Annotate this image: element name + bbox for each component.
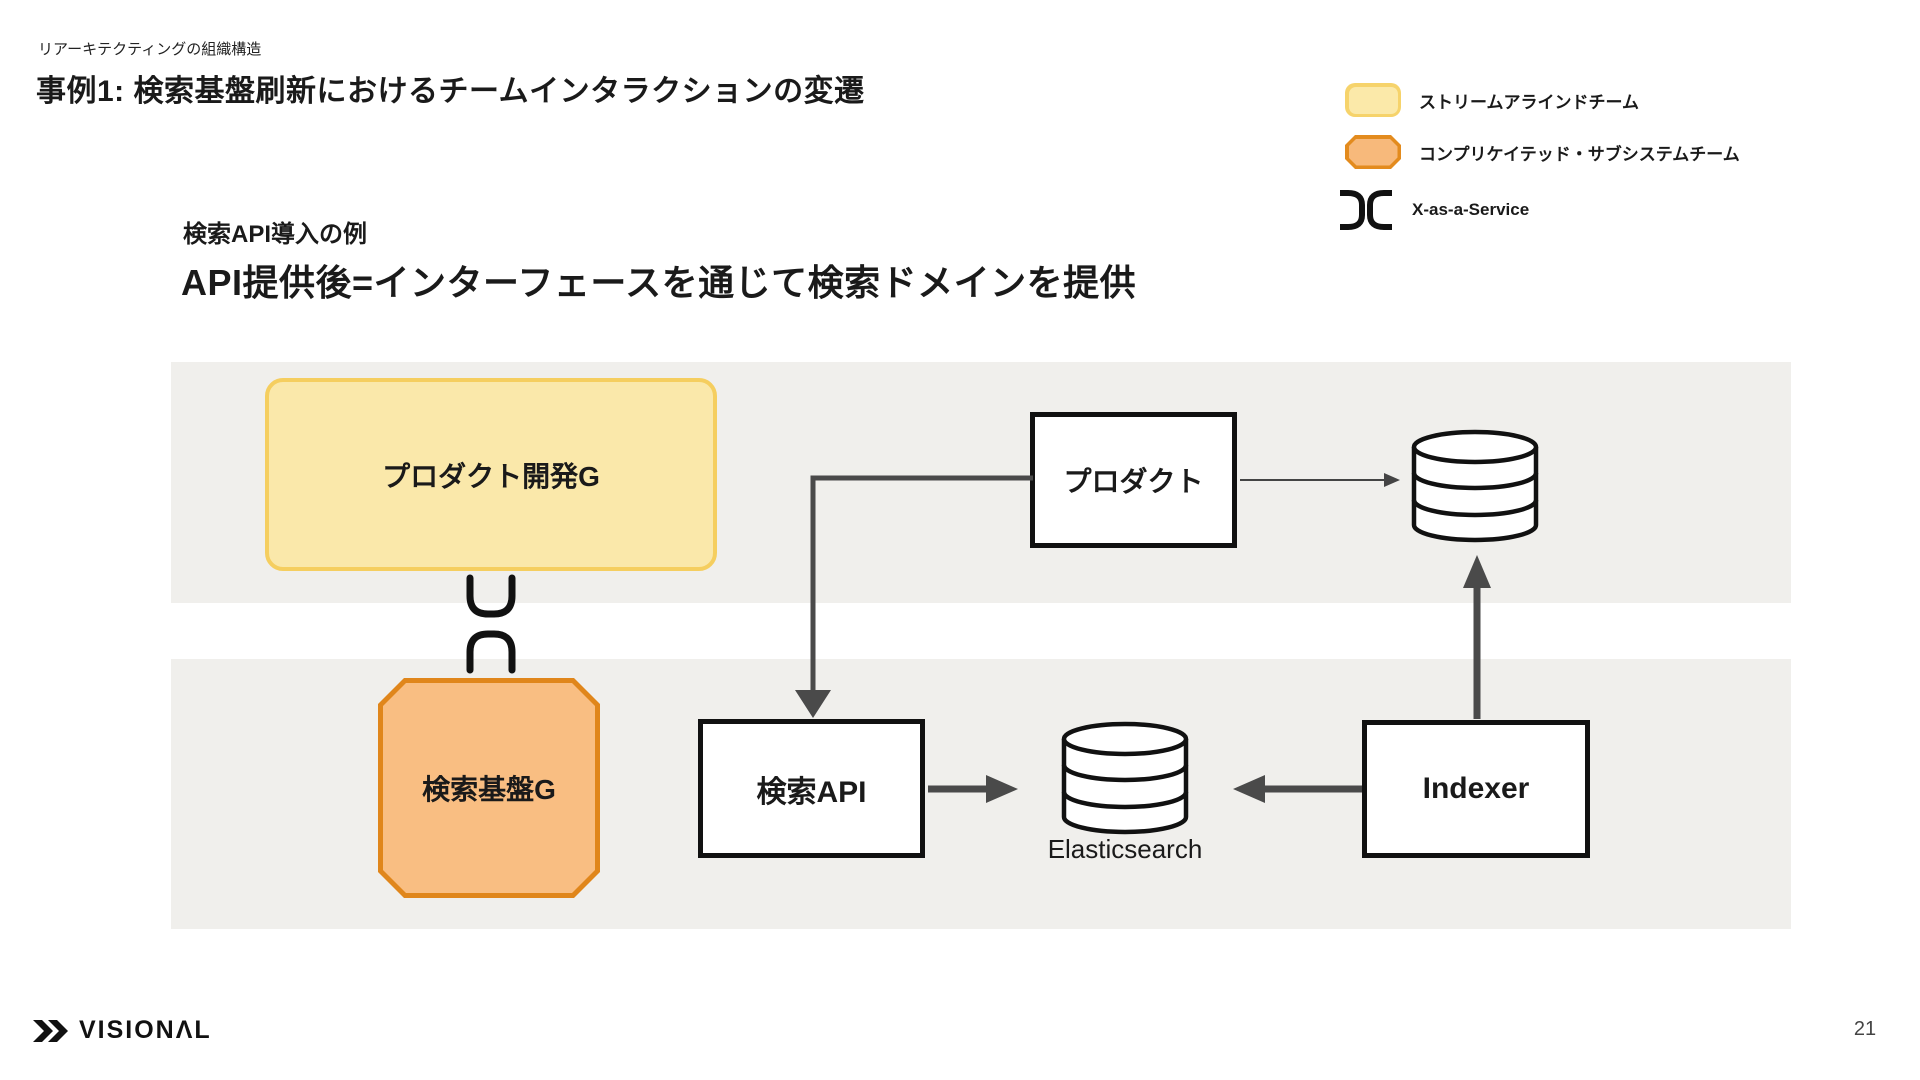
double-chevron-icon — [33, 1019, 68, 1042]
stream-aligned-swatch-icon — [1345, 83, 1401, 117]
team-box-search-platform-label: 検索基盤G — [383, 683, 595, 893]
team-box-search-platform: 検索基盤G — [378, 678, 600, 898]
page-number: 21 — [1853, 1018, 1877, 1040]
visional-logo: VISIONΛL — [33, 1016, 212, 1045]
team-box-product-dev: プロダクト開発G — [265, 378, 717, 571]
legend-label: X-as-a-Service — [1412, 200, 1530, 219]
example-subtitle: 検索API導入の例 — [183, 221, 368, 248]
legend-item-x-as-a-service: X-as-a-Service — [1338, 190, 1529, 230]
eyebrow-text: リアーキテクティングの組織構造 — [38, 41, 262, 58]
elasticsearch-label: Elasticsearch — [1047, 834, 1203, 864]
system-box-indexer: Indexer — [1362, 720, 1590, 858]
legend-label: ストリームアラインドチーム — [1419, 92, 1639, 112]
complicated-subsystem-swatch-icon — [1345, 135, 1401, 169]
logo-text: VISIONΛL — [79, 1016, 212, 1044]
legend-label: コンプリケイテッド・サブシステムチーム — [1419, 144, 1740, 164]
system-box-product: プロダクト — [1030, 412, 1237, 548]
page-title: 事例1: 検索基盤刷新におけるチームインタラクションの変遷 — [36, 75, 865, 108]
system-box-search-api: 検索API — [698, 719, 925, 858]
diagram-heading: API提供後=インターフェースを通じて検索ドメインを提供 — [181, 262, 1137, 303]
x-as-a-service-icon — [1340, 190, 1392, 230]
legend-item-stream-aligned: ストリームアラインドチーム — [1345, 83, 1639, 117]
legend-item-complicated-subsystem: コンプリケイテッド・サブシステムチーム — [1345, 135, 1740, 169]
